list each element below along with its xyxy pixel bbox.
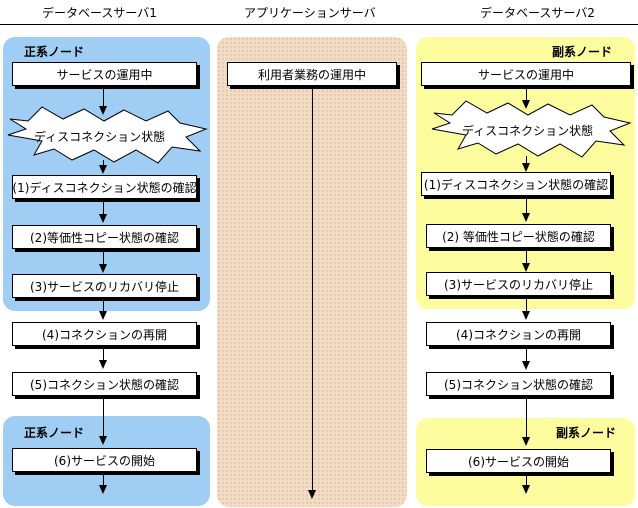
db1-step-5: (5)コネクション状態の確認 (12, 372, 197, 396)
db1-arrowhead-7 (99, 485, 107, 494)
db1-disconnect-burst (7, 106, 208, 164)
db2-connector-1 (526, 156, 527, 164)
db1-step-running: サービスの運用中 (12, 62, 197, 86)
db1-arrowhead-4 (99, 311, 107, 320)
db1-arrowhead-0 (99, 106, 107, 115)
db1-connector-6 (103, 396, 104, 437)
app-arrowhead (308, 490, 316, 499)
db1-header: データベースサーバ1 (42, 6, 157, 20)
db1-node-label-bottom: 正系ノード (24, 426, 85, 440)
db2-connector-7 (526, 473, 527, 486)
db2-step-4: (4)コネクションの再開 (426, 322, 611, 346)
db1-step-6: (6)サービスの開始 (12, 448, 197, 472)
db2-step-3: (3)サービスのリカバリ停止 (426, 272, 611, 296)
db1-arrowhead-6 (99, 436, 107, 445)
db1-connector-0 (103, 87, 104, 107)
db1-step-2: (2)等価性コピー状態の確認 (12, 225, 197, 249)
db2-step-running: サービスの運用中 (421, 62, 631, 86)
app-running: 利用者業務の運用中 (227, 62, 397, 86)
db2-arrowhead-3 (522, 263, 530, 272)
db2-connector-4 (526, 296, 527, 312)
db2-step-1: (1)ディスコネクション状態の確認 (421, 172, 611, 196)
db2-header: データベースサーバ2 (480, 6, 595, 20)
db2-connector-5 (526, 346, 527, 362)
db2-step-6: (6)サービスの開始 (426, 449, 611, 473)
db2-arrowhead-4 (522, 311, 530, 320)
db2-step-5: (5)コネクション状態の確認 (426, 372, 611, 396)
db2-disconnect-burst (431, 100, 632, 158)
db2-arrowhead-5 (522, 361, 530, 370)
db1-connector-1 (103, 160, 104, 166)
db1-disconnect-label: ディスコネクション状態 (34, 130, 166, 144)
db2-arrowhead-2 (522, 213, 530, 222)
app-connector (312, 87, 313, 491)
db2-arrowhead-7 (522, 485, 530, 494)
db2-connector-6 (526, 396, 527, 438)
db1-connector-2 (103, 200, 104, 215)
db1-arrowhead-2 (99, 214, 107, 223)
db2-connector-3 (526, 248, 527, 264)
db2-disconnect-label: ディスコネクション状態 (462, 124, 594, 138)
db2-node-label-top: 副系ノード (552, 45, 613, 59)
db2-connector-2 (526, 196, 527, 214)
db2-step-2: (2) 等価性コピー状態の確認 (426, 224, 611, 248)
app-header: アプリケーションサーバ (244, 6, 376, 20)
db1-connector-4 (103, 297, 104, 312)
db1-node-label-top: 正系ノード (24, 45, 85, 59)
db1-connector-5 (103, 346, 104, 361)
db1-step-1: (1)ディスコネクション状態の確認 (12, 175, 197, 199)
db2-arrowhead-0 (522, 100, 530, 109)
db1-step-3: (3)サービスのリカバリ停止 (12, 274, 197, 298)
db1-connector-3 (103, 250, 104, 265)
header-divider (0, 24, 638, 25)
db2-arrowhead-1 (522, 163, 530, 172)
db2-connector-0 (526, 87, 527, 101)
db2-node-label-bottom: 副系ノード (556, 426, 617, 440)
db1-arrowhead-1 (99, 165, 107, 174)
db1-arrowhead-5 (99, 360, 107, 369)
db1-arrowhead-3 (99, 264, 107, 273)
db2-arrowhead-6 (522, 437, 530, 446)
db1-step-4: (4)コネクションの再開 (12, 322, 197, 346)
db1-connector-7 (103, 472, 104, 486)
